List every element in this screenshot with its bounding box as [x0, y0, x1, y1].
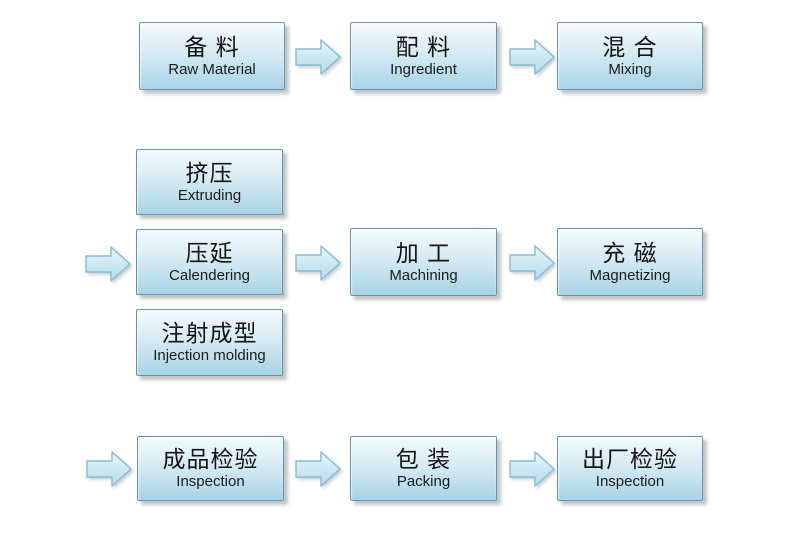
factory-inspection-label-zh: 出厂检验: [582, 446, 678, 473]
flow-box-ingredient: 配 料 Ingredient: [350, 22, 497, 90]
extruding-label-zh: 挤压: [185, 159, 234, 186]
arrow-machining-to-magnetizing-icon: [509, 245, 555, 281]
calendering-label-en: Calendering: [169, 266, 250, 284]
flow-box-factory-inspection: 出厂检验 Inspection: [557, 436, 703, 501]
flow-box-machining: 加 工 Machining: [350, 228, 497, 296]
arrow-ingredient-to-mixing-icon: [509, 39, 555, 75]
injection-molding-label-zh: 注射成型: [161, 320, 258, 347]
final-product-inspection-label-zh: 成品检验: [162, 446, 259, 473]
magnetizing-label-en: Magnetizing: [589, 266, 671, 284]
arrow-calendering-to-machining-icon: [295, 245, 341, 281]
flow-box-extruding: 挤压 Extruding: [136, 149, 283, 215]
flow-box-raw-material: 备 料 Raw Material: [139, 22, 285, 90]
arrow-raw-to-ingredient-icon: [295, 39, 341, 75]
flow-box-final-product-inspection: 成品检验 Inspection: [137, 436, 284, 501]
flow-box-injection-molding: 注射成型 Injection molding: [136, 309, 283, 376]
magnetizing-label-zh: 充 磁: [602, 239, 658, 266]
injection-molding-label-en: Injection molding: [153, 347, 266, 365]
mixing-label-zh: 混 合: [602, 33, 658, 60]
ingredient-label-zh: 配 料: [395, 33, 452, 60]
packing-label-zh: 包 装: [395, 446, 452, 473]
machining-label-en: Machining: [389, 266, 458, 284]
flow-box-calendering: 压延 Calendering: [136, 229, 283, 295]
flow-box-packing: 包 装 Packing: [350, 436, 497, 501]
raw-material-label-zh: 备 料: [184, 33, 240, 60]
arrow-into-inspection-icon: [86, 451, 132, 487]
final-product-inspection-label-en: Inspection: [176, 473, 245, 491]
flow-box-magnetizing: 充 磁 Magnetizing: [557, 228, 703, 296]
arrow-into-calendering-icon: [85, 246, 131, 282]
machining-label-zh: 加 工: [395, 239, 452, 266]
flow-box-mixing: 混 合 Mixing: [557, 22, 703, 90]
mixing-label-en: Mixing: [608, 60, 652, 78]
raw-material-label-en: Raw Material: [168, 60, 256, 78]
arrow-packing-to-factory-inspection-icon: [509, 451, 555, 487]
packing-label-en: Packing: [396, 473, 451, 491]
ingredient-label-en: Ingredient: [390, 60, 457, 78]
factory-inspection-label-en: Inspection: [595, 473, 665, 491]
extruding-label-en: Extruding: [177, 186, 242, 204]
arrow-inspection-to-packing-icon: [295, 451, 341, 487]
calendering-label-zh: 压延: [185, 239, 234, 266]
